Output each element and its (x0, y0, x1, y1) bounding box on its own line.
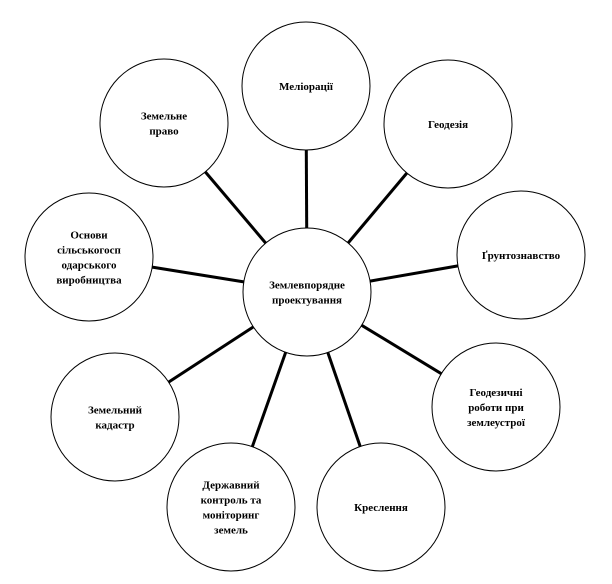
node-zemelnyi-kadastr-label-line: кадастр (95, 420, 134, 432)
connectors (151, 149, 459, 448)
connector-heodeziia (346, 172, 409, 244)
node-center-zemlevporiadne-proektuvannia-label-line: Землевпорядне (269, 280, 345, 292)
node-heodeziia-circle (383, 59, 513, 189)
node-heodezychni-roboty: Геодезичні роботи при землеустрої (431, 342, 561, 472)
node-melioratsii-label-line: Меліорації (279, 81, 334, 93)
node-heodeziia-label-line: Геодезія (428, 119, 468, 131)
node-derzhavnyi-kontrol-label-line: земель (214, 525, 248, 537)
node-melioratsii-circle (241, 21, 371, 151)
node-osnovy-silskohospodarskoho: Основи сільськогосп одарського виробництва (24, 192, 154, 322)
node-derzhavnyi-kontrol-label-line: контроль та (201, 495, 262, 507)
node-osnovy-silskohospodarskoho-label-line: сільськогосп (57, 245, 121, 257)
connector-gruntoznavstvo (369, 264, 459, 283)
node-derzhavnyi-kontrol-circle (166, 442, 296, 572)
node-gruntoznavstvo: Ґрунтознавство (456, 190, 586, 320)
node-zemelne-pravo-circle (99, 58, 229, 188)
node-heodezychni-roboty-circle (431, 342, 561, 472)
node-osnovy-silskohospodarskoho-label-line: одарського (62, 260, 117, 272)
node-zemelnyi-kadastr-circle (50, 352, 180, 482)
connector-kreslennia (326, 352, 362, 447)
node-heodeziia: Геодезія (383, 59, 513, 189)
node-zemelne-pravo-label-line: право (149, 126, 179, 138)
node-zemelnyi-kadastr-label-line: Земельний (88, 405, 143, 417)
node-zemelne-pravo-label-line: Земельне (141, 111, 187, 123)
node-center-zemlevporiadne-proektuvannia: Землевпорядне проектування (242, 227, 372, 357)
connector-zemelnyi-kadastr (167, 325, 255, 384)
nodes: МеліораціїГеодезіяҐрунтознавствоГеодезич… (24, 21, 586, 572)
node-derzhavnyi-kontrol: Державний контроль та моніторинг земель (166, 442, 296, 572)
node-kreslennia-label-line: Креслення (354, 502, 408, 514)
node-kreslennia: Креслення (316, 442, 446, 572)
node-heodezychni-roboty-label-line: Геодезичні (469, 387, 522, 399)
node-center-zemlevporiadne-proektuvannia-label-line: проектування (272, 295, 342, 307)
connector-zemelne-pravo (204, 170, 267, 245)
node-zemelnyi-kadastr: Земельний кадастр (50, 352, 180, 482)
node-derzhavnyi-kontrol-label-line: моніторинг (203, 510, 260, 522)
node-osnovy-silskohospodarskoho-label-line: Основи (70, 230, 108, 242)
node-melioratsii: Меліорації (241, 21, 371, 151)
node-osnovy-silskohospodarskoho-label-line: виробництва (56, 275, 122, 287)
node-gruntoznavstvo-label-line: Ґрунтознавство (482, 250, 561, 262)
node-zemelne-pravo: Земельне право (99, 58, 229, 188)
node-heodezychni-roboty-label-line: землеустрої (467, 417, 526, 429)
node-derzhavnyi-kontrol-label-line: Державний (202, 480, 260, 492)
node-kreslennia-circle (316, 442, 446, 572)
connector-osnovy-silskohospodarskoho (151, 265, 245, 284)
connector-heodezychni-roboty (360, 324, 443, 375)
node-gruntoznavstvo-circle (456, 190, 586, 320)
connector-derzhavnyi-kontrol (250, 351, 288, 448)
node-osnovy-silskohospodarskoho-circle (24, 192, 154, 322)
node-center-zemlevporiadne-proektuvannia-circle (242, 227, 372, 357)
node-heodezychni-roboty-label-line: роботи при (468, 402, 524, 414)
